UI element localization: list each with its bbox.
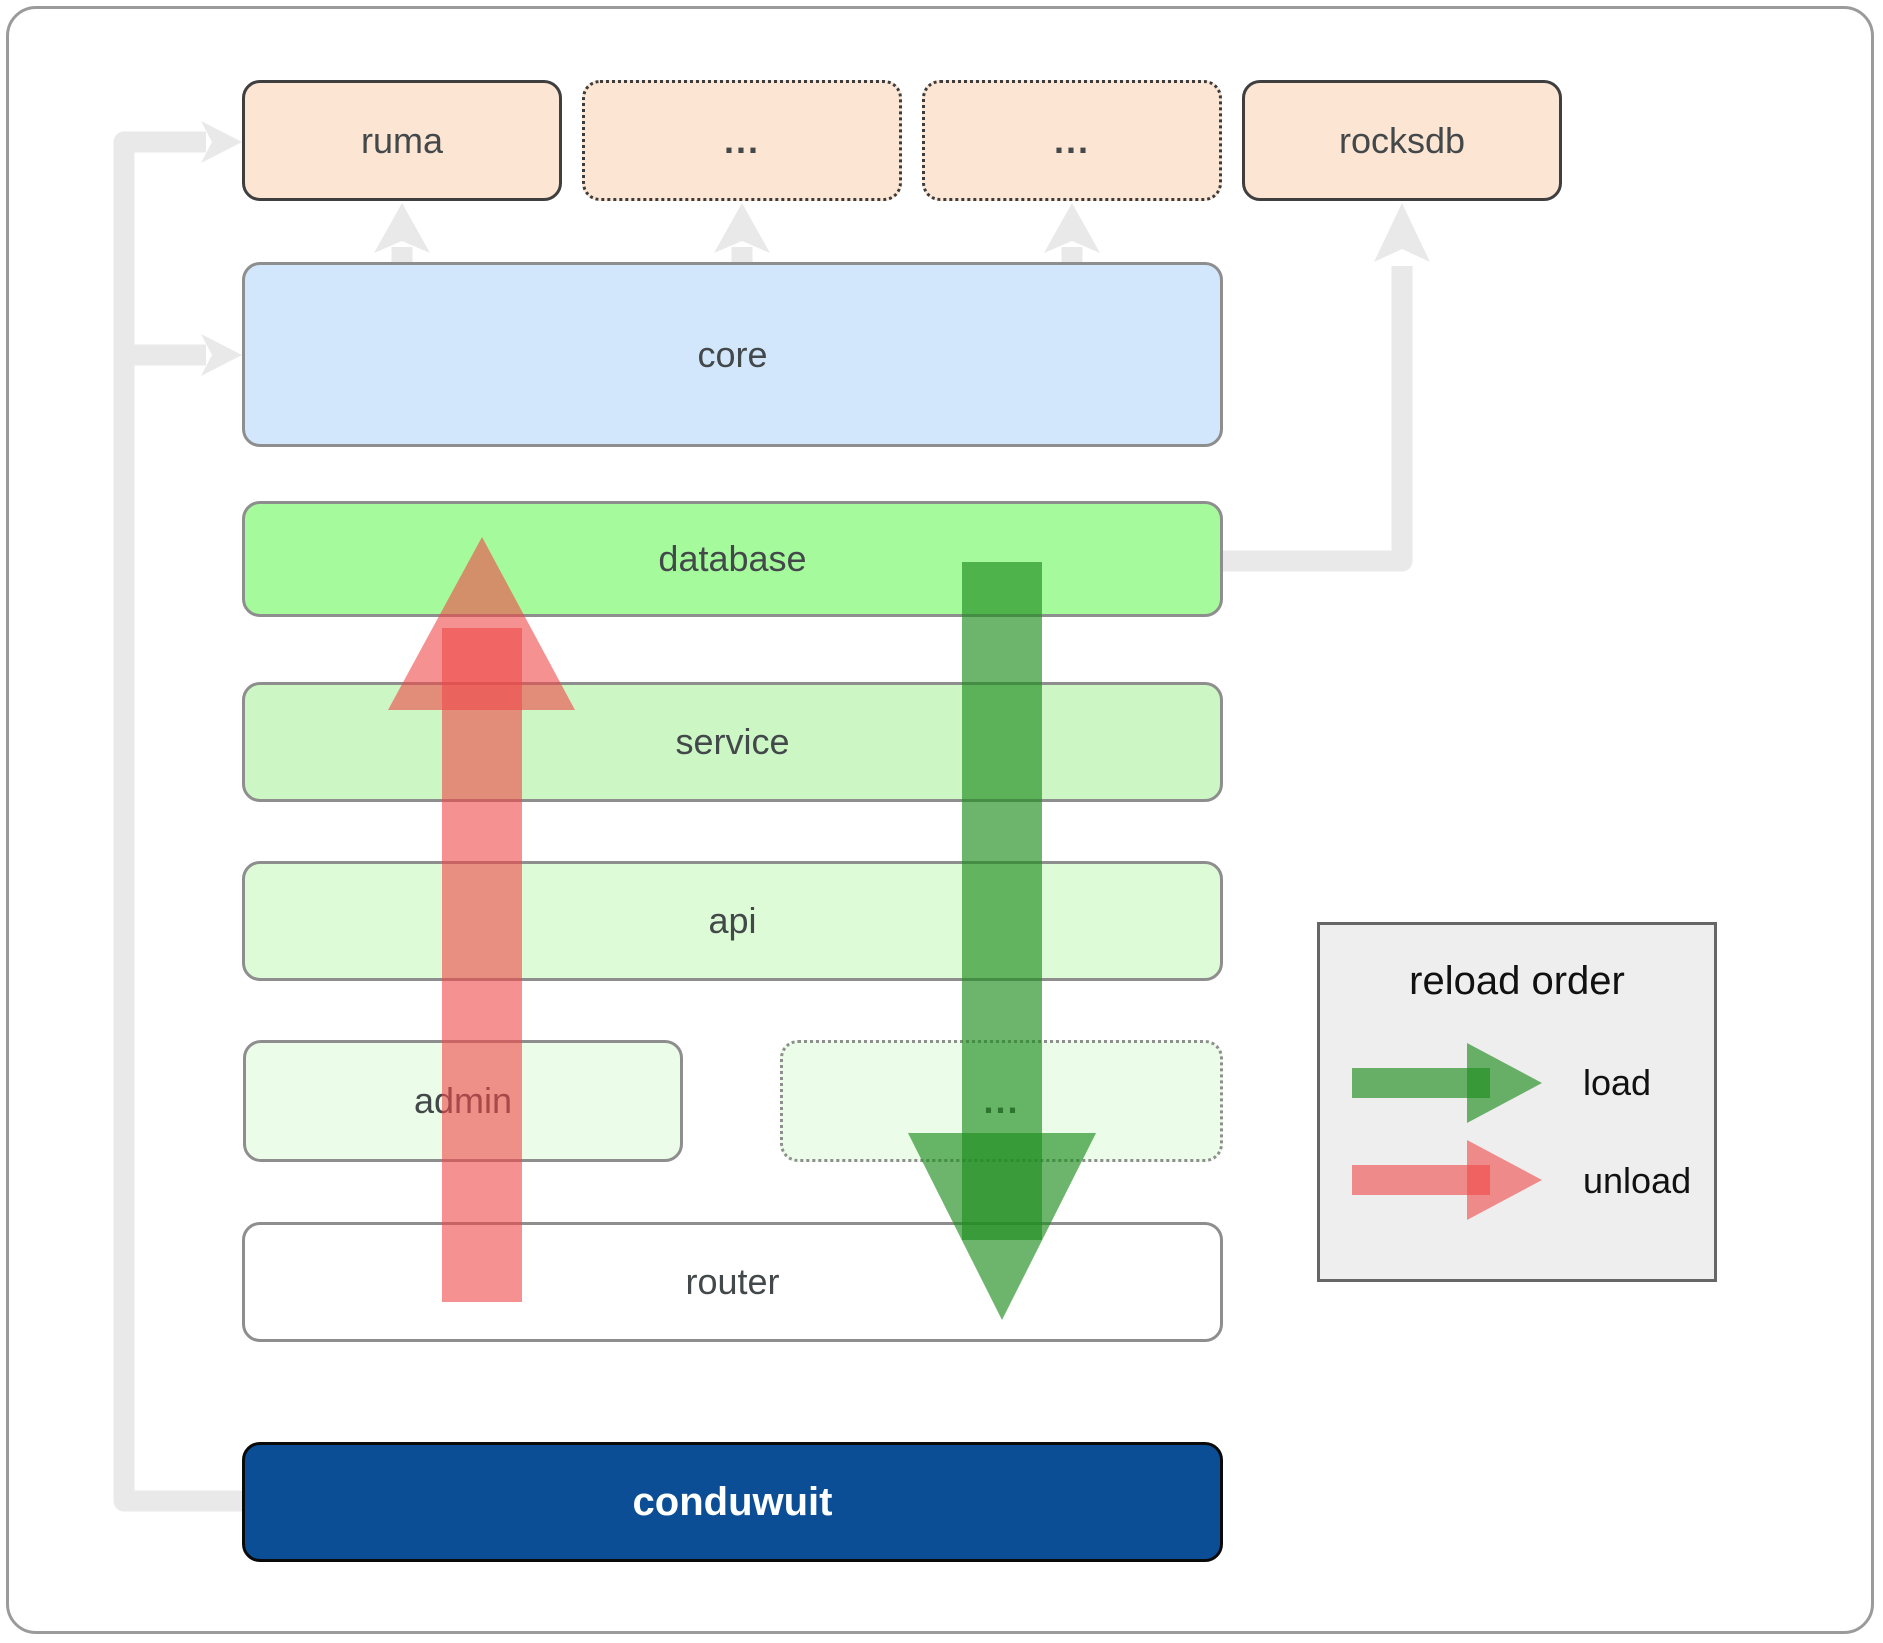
legend-reload-order: reload order load unload	[1317, 922, 1717, 1282]
node-admin-label: admin	[413, 1080, 513, 1121]
node-ellipsis-top-1-label: ...	[723, 119, 760, 161]
node-conduwuit-label: conduwuit	[632, 1479, 833, 1524]
node-service: service	[242, 682, 1223, 802]
node-rocksdb: rocksdb	[1242, 80, 1562, 201]
node-rocksdb-label: rocksdb	[1338, 119, 1466, 161]
diagram-outer-frame	[6, 6, 1874, 1634]
node-ellipsis-admin-row-label: ...	[983, 1080, 1020, 1121]
node-ellipsis-admin-row: ...	[780, 1040, 1223, 1162]
node-core: core	[242, 262, 1223, 447]
node-admin: admin	[243, 1040, 683, 1162]
node-database-label: database	[658, 538, 807, 579]
node-ruma-label: ruma	[360, 119, 444, 161]
node-ellipsis-top-2-label: ...	[1053, 119, 1090, 161]
node-api: api	[242, 861, 1223, 981]
node-router: router	[242, 1222, 1223, 1342]
node-ellipsis-top-2: ...	[922, 80, 1222, 201]
node-core-label: core	[697, 333, 768, 375]
node-api-label: api	[708, 900, 757, 941]
node-ruma: ruma	[242, 80, 562, 201]
legend-title: reload order	[1409, 959, 1625, 1003]
node-ellipsis-top-1: ...	[582, 80, 902, 201]
node-service-label: service	[675, 721, 790, 762]
legend-load-label: load	[1583, 1062, 1652, 1103]
node-router-label: router	[685, 1261, 780, 1302]
legend-unload-label: unload	[1583, 1160, 1692, 1201]
node-conduwuit: conduwuit	[242, 1442, 1223, 1562]
node-database: database	[242, 501, 1223, 617]
